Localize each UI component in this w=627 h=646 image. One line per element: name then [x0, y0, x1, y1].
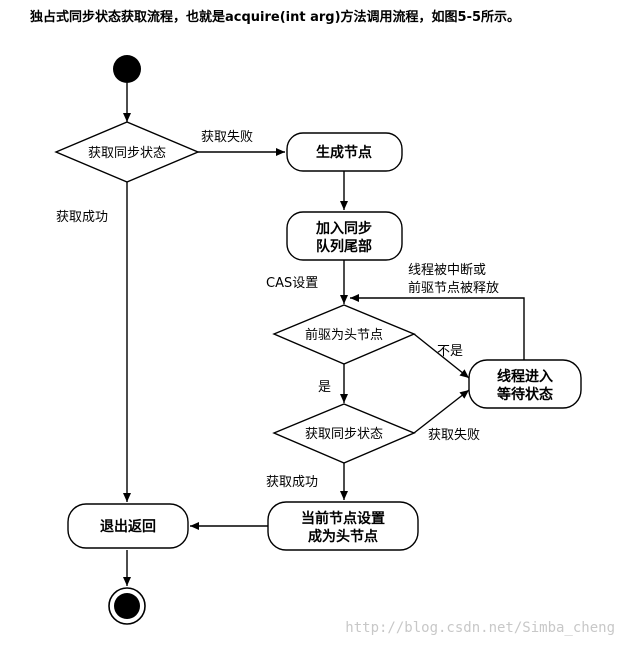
decision-acquire-state-1: 获取同步状态: [54, 121, 200, 183]
decision-acquire-state-1-label: 获取同步状态: [88, 146, 166, 161]
set-head-box: 当前节点设置 成为头节点: [267, 501, 419, 551]
edge-label-acquire-fail-1: 获取失败: [201, 130, 253, 145]
edge-label-cas-set: CAS设置: [266, 276, 318, 291]
wait-state-box: 线程进入 等待状态: [468, 359, 582, 409]
edge-label-acquire-success-2: 获取成功: [266, 475, 318, 490]
wait-state-label-line1: 线程进入: [497, 368, 553, 385]
edge-label-interrupt-line2: 前驱节点被释放: [408, 280, 499, 296]
edge-label-acquire-success-1: 获取成功: [56, 210, 108, 225]
exit-return-box: 退出返回: [67, 503, 189, 549]
flow-edges: [123, 83, 525, 586]
exit-return-label: 退出返回: [100, 518, 156, 535]
decision-acquire-state-2-label: 获取同步状态: [305, 427, 383, 442]
set-head-label-line1: 当前节点设置: [301, 510, 385, 527]
end-node: [108, 587, 146, 625]
generate-node-label: 生成节点: [316, 144, 372, 161]
edge-label-is-head: 是: [318, 380, 331, 395]
watermark-text: http://blog.csdn.net/Simba_cheng: [345, 620, 615, 636]
set-head-label-line2: 成为头节点: [308, 528, 378, 545]
decision-acquire-state-2: 获取同步状态: [272, 403, 416, 464]
edge-label-acquire-fail-2: 获取失败: [428, 428, 480, 443]
decision-predecessor-is-head: 前驱为头节点: [272, 304, 416, 365]
enqueue-tail-box: 加入同步 队列尾部: [286, 211, 403, 261]
edge-label-not-head: 不是: [437, 344, 463, 359]
generate-node-box: 生成节点: [286, 132, 403, 172]
page-heading: 独占式同步状态获取流程，也就是acquire(int arg)方法调用流程，如图…: [30, 10, 521, 25]
decision-predecessor-is-head-label: 前驱为头节点: [305, 327, 383, 343]
start-node: [113, 55, 141, 83]
enqueue-tail-label-line1: 加入同步: [315, 220, 372, 237]
enqueue-tail-label-line2: 队列尾部: [316, 238, 372, 255]
edge-label-interrupt-line1: 线程被中断或: [408, 263, 486, 278]
wait-state-label-line2: 等待状态: [497, 386, 553, 403]
